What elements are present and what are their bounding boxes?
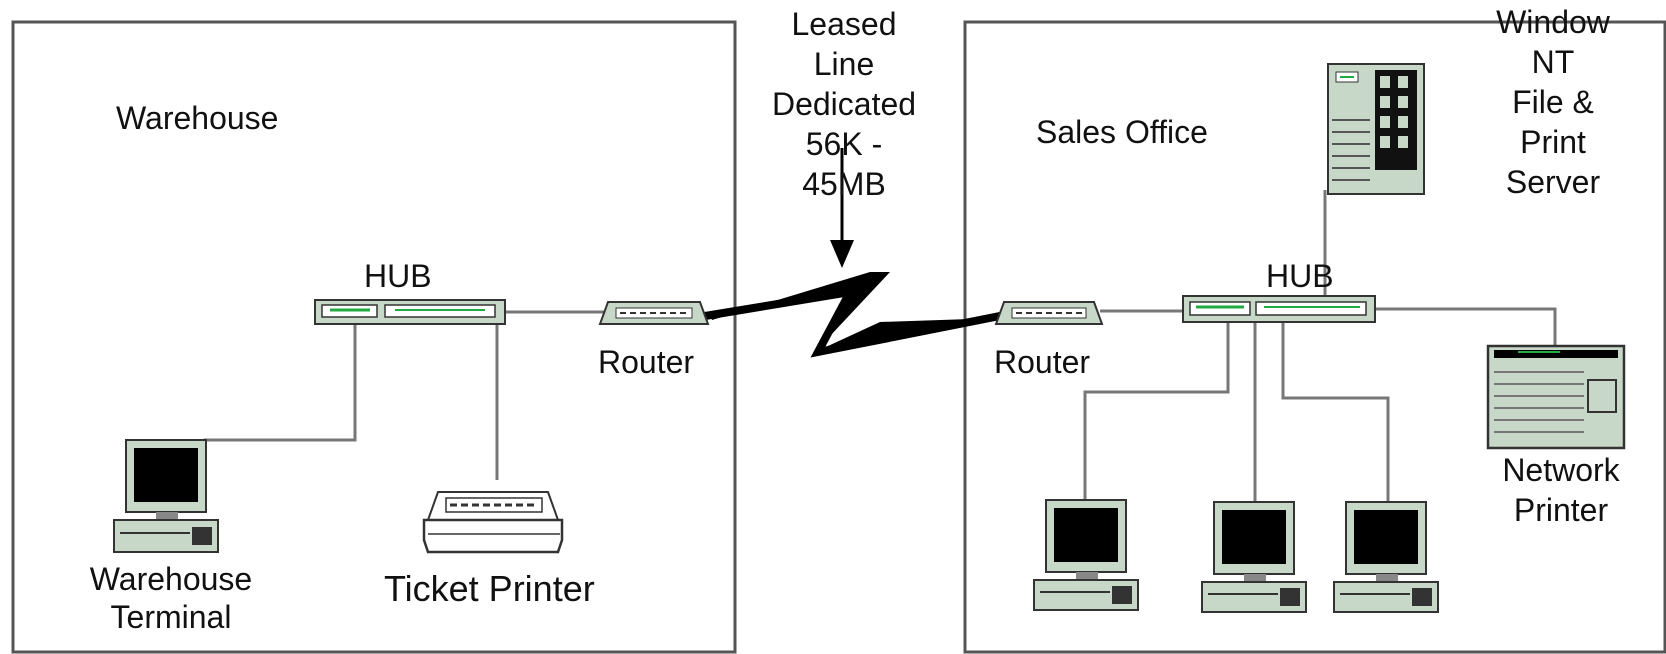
- ticket-printer-label: Ticket Printer: [384, 568, 595, 609]
- lightning-bolt-icon: [704, 286, 1006, 358]
- hub-icon: [1182, 295, 1376, 323]
- warehouse-terminal-label: Warehouse Terminal: [89, 561, 253, 635]
- computer-icon: [1201, 501, 1307, 613]
- router-icon: [598, 301, 710, 325]
- link-arrow-head: [830, 240, 854, 268]
- warehouse-zone-box: [11, 20, 737, 654]
- sales-hub-label: HUB: [1266, 258, 1334, 294]
- warehouse-router-label: Router: [598, 344, 695, 380]
- sales-router-label: Router: [994, 344, 1091, 380]
- network-printer-label: Network Printer: [1502, 452, 1620, 528]
- computer-icon: [1333, 501, 1439, 613]
- warehouse-zone-label: Warehouse: [116, 100, 279, 136]
- connection-lines: [203, 190, 1557, 502]
- leased-line-label: Leased Line Dedicated 56K - 45MB: [771, 6, 917, 202]
- printer-icon: [422, 491, 564, 554]
- sales-office-zone-box: [963, 20, 1666, 654]
- hub-icon: [314, 299, 506, 325]
- warehouse-hub-label: HUB: [364, 258, 432, 294]
- server-icon: [1327, 63, 1425, 195]
- computer-icon: [1033, 499, 1139, 611]
- computer-icon: [113, 439, 219, 553]
- nt-server-label: Window NT File & Print Server: [1496, 4, 1610, 200]
- sales-office-zone-label: Sales Office: [1036, 114, 1208, 150]
- router-icon: [994, 301, 1104, 325]
- printer-icon: [1486, 344, 1626, 450]
